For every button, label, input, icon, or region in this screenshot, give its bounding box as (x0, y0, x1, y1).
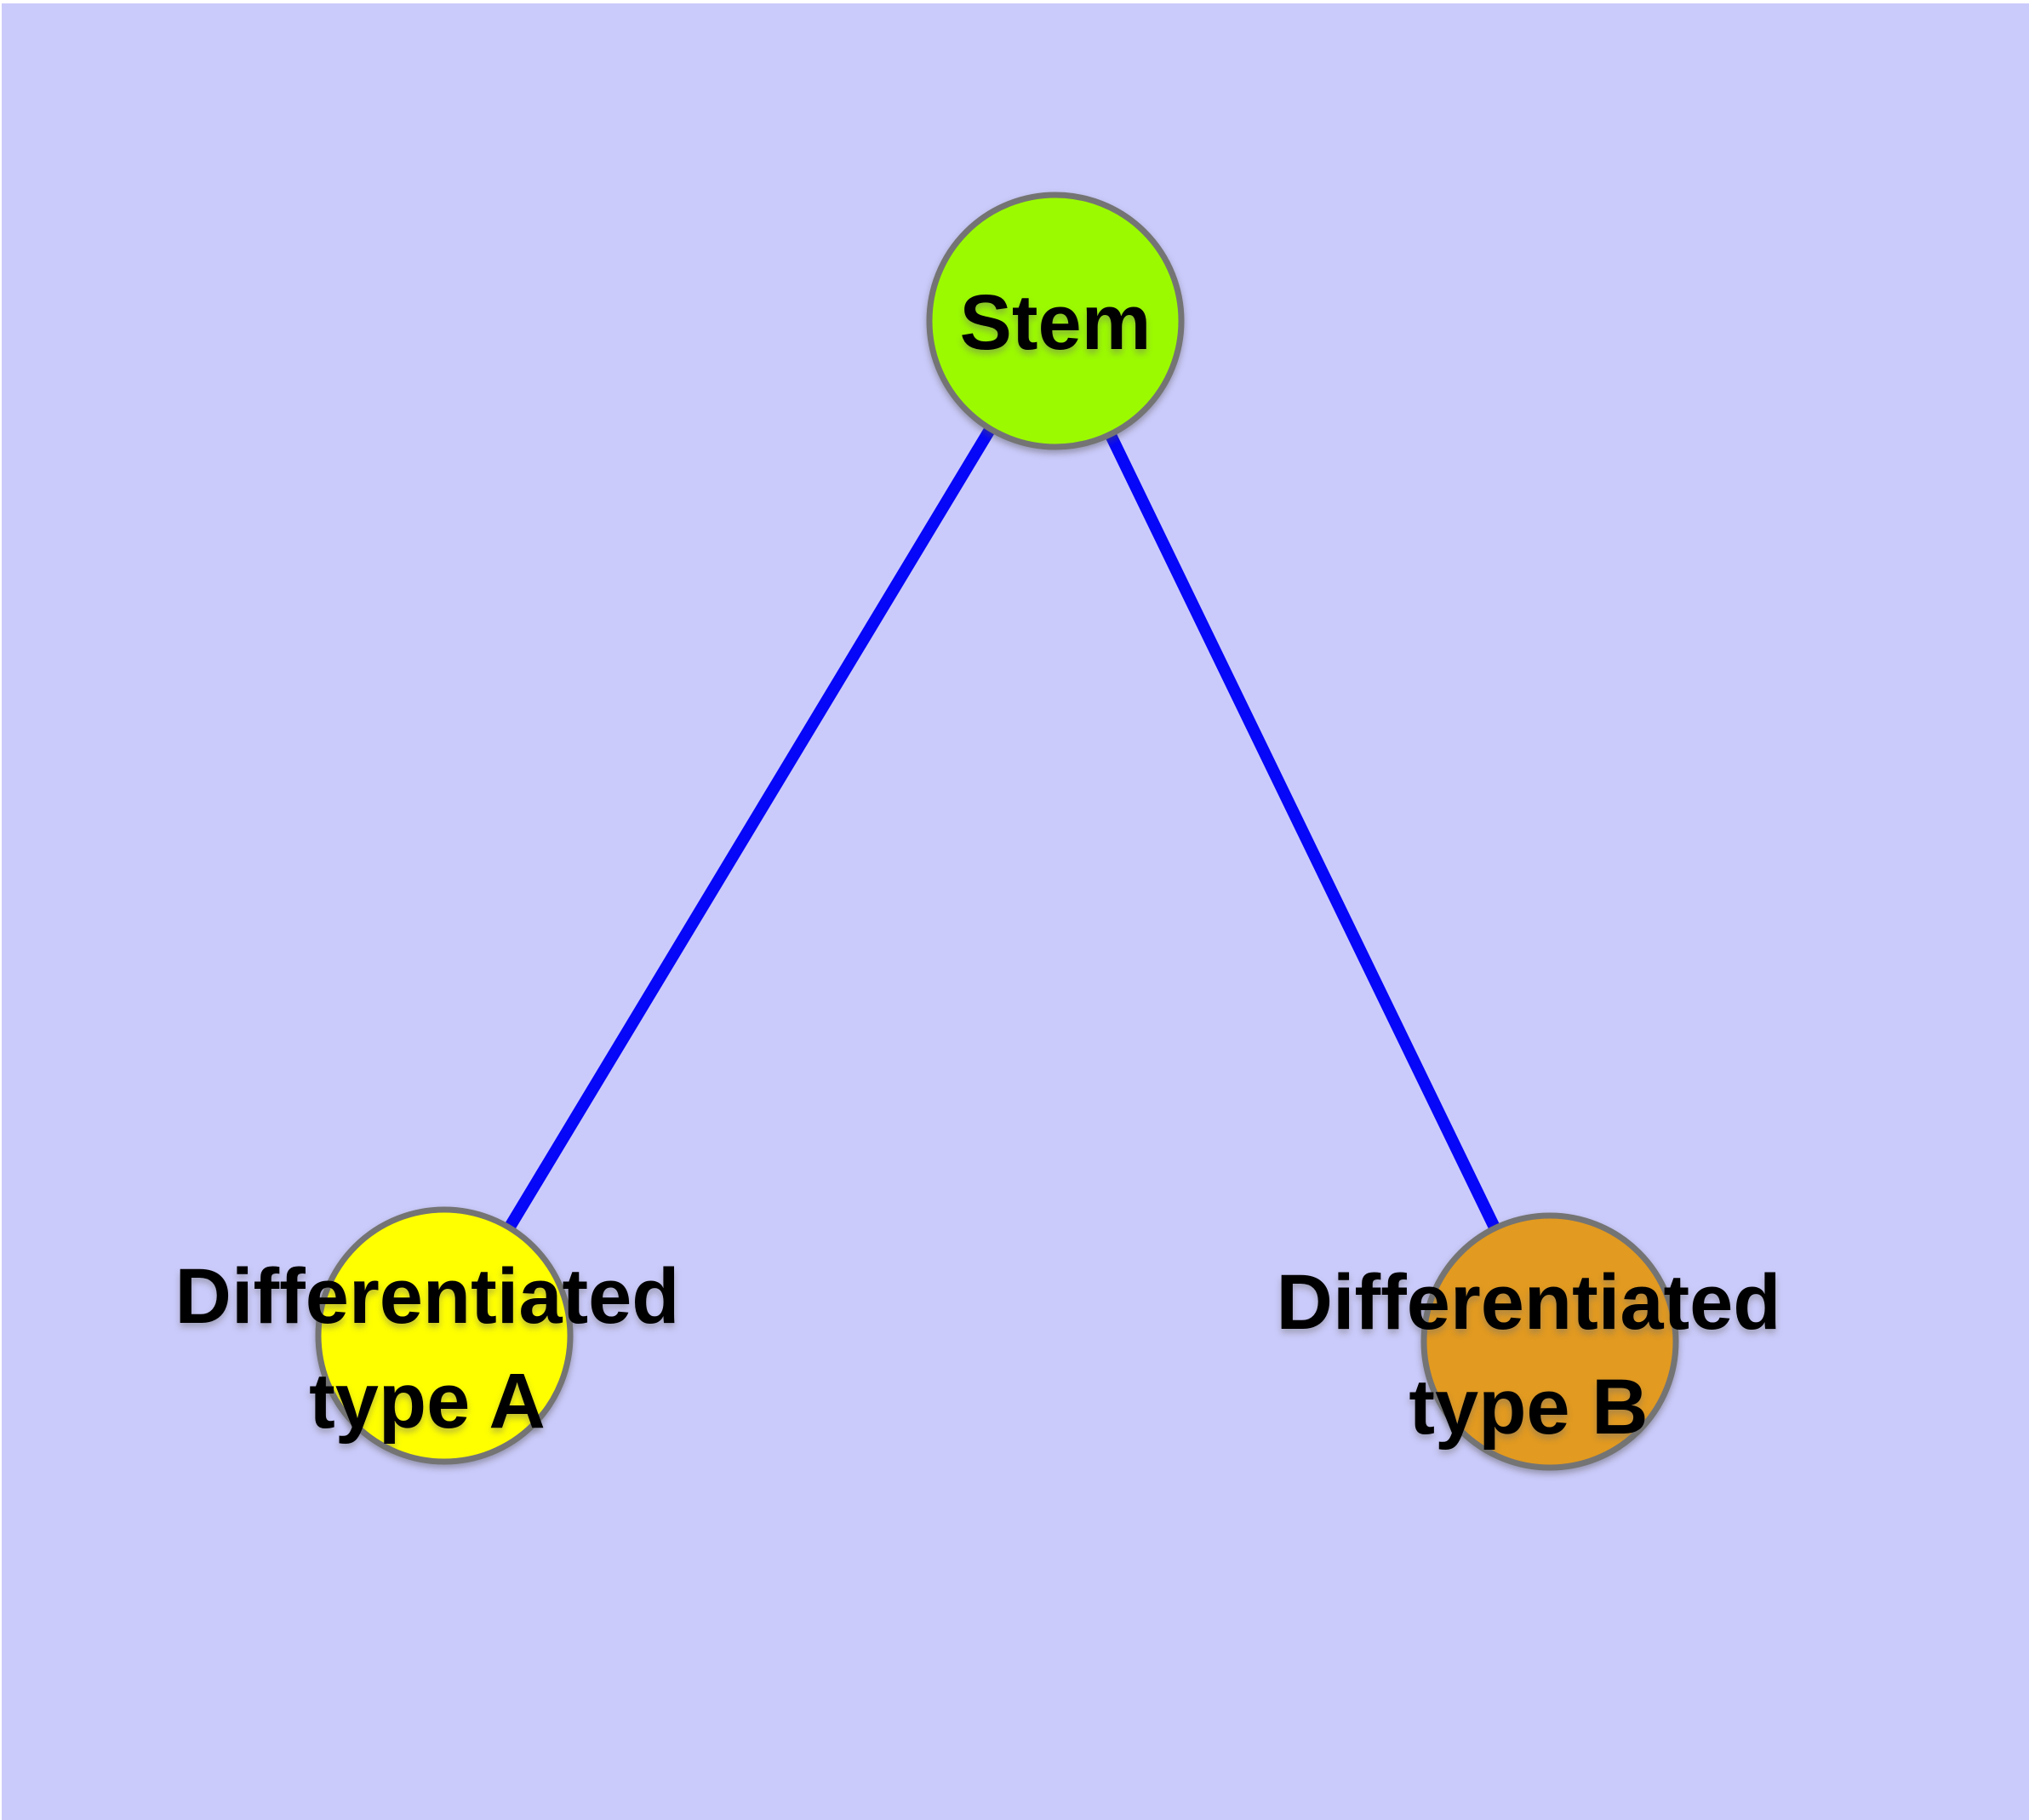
node-label-line: Differentiated (175, 1253, 680, 1340)
node-circle-stem (926, 192, 1185, 450)
node-label-differentiated-type-b: Differentiated type B (1277, 1259, 1781, 1451)
node-label-stem: Stem (960, 279, 1152, 366)
node-label-line: type A (309, 1358, 546, 1445)
nodes-layer (315, 192, 1679, 1471)
edge-stem-to-differentiated-type-a (439, 318, 1060, 1339)
node-label-line: Stem (960, 279, 1152, 366)
node-circle-differentiated-type-b (1420, 1212, 1679, 1471)
node-circle-differentiated-type-a (315, 1206, 574, 1465)
node-label-line: type B (1409, 1364, 1648, 1451)
node-label-line: Differentiated (1277, 1259, 1781, 1346)
node-label-differentiated-type-a: Differentiated type A (175, 1253, 680, 1445)
edges-layer (439, 318, 1556, 1345)
edge-stem-to-differentiated-type-b (1049, 318, 1556, 1345)
